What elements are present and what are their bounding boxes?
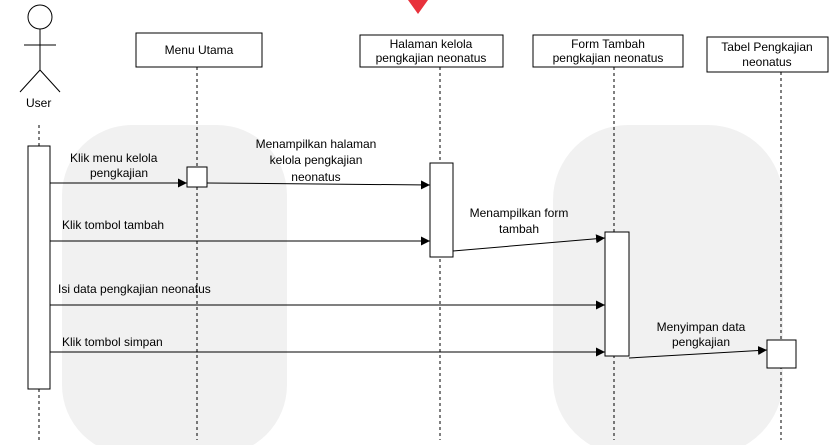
watermark bbox=[62, 0, 783, 445]
message-label-line3: neonatus bbox=[291, 170, 340, 184]
actor-label: User bbox=[26, 96, 51, 110]
lifeline-head-menu-utama: Menu Utama bbox=[135, 32, 263, 68]
message-label-line1: Menampilkan form bbox=[470, 206, 569, 220]
message-arrow bbox=[628, 346, 768, 359]
message-label-line1: Klik menu kelola bbox=[70, 151, 158, 165]
watermark-shape-right bbox=[553, 125, 783, 445]
activations bbox=[27, 145, 797, 390]
message-2: Menampilkan halaman kelola pengkajian ne… bbox=[206, 137, 431, 190]
message-arrow bbox=[206, 180, 431, 190]
lifeline-head-form-tambah: Form Tambah pengkajian neonatus bbox=[532, 34, 684, 68]
activation-menu-utama bbox=[186, 166, 208, 188]
message-5: Isi data pengkajian neonatus bbox=[50, 282, 605, 310]
actor-user: User bbox=[19, 4, 61, 110]
activation-halaman-kelola bbox=[429, 162, 454, 258]
message-label: Klik tombol simpan bbox=[62, 335, 163, 349]
message-label-line1: Menyimpan data bbox=[657, 320, 746, 334]
lifeline-label-line1: Form Tambah bbox=[571, 37, 645, 51]
message-label-line2: pengkajian bbox=[672, 335, 730, 349]
lifeline-label-line2: pengkajian neonatus bbox=[553, 51, 664, 65]
lifeline-head-tabel: Tabel Pengkajian neonatus bbox=[706, 36, 829, 73]
activation-user bbox=[27, 145, 51, 390]
message-1: Klik menu kelola pengkajian bbox=[50, 151, 187, 188]
message-arrow bbox=[452, 234, 606, 252]
message-label: Isi data pengkajian neonatus bbox=[58, 282, 211, 296]
lifeline-label: Menu Utama bbox=[165, 43, 234, 57]
lifeline-heads: Menu Utama Halaman kelola pengkajian neo… bbox=[135, 32, 829, 73]
message-6: Klik tombol simpan bbox=[50, 335, 605, 357]
message-label-line2: pengkajian bbox=[90, 166, 148, 180]
lifeline-head-halaman-kelola: Halaman kelola pengkajian neonatus bbox=[359, 34, 504, 68]
lifeline-label-line1: Tabel Pengkajian bbox=[721, 40, 812, 54]
lifeline-label-line1: Halaman kelola bbox=[390, 37, 473, 51]
message-7: Menyimpan data pengkajian bbox=[628, 320, 768, 359]
actor-head bbox=[27, 4, 53, 30]
message-label-line2: kelola pengkajian bbox=[270, 153, 363, 167]
watermark-shape-left bbox=[62, 125, 287, 445]
activation-tabel bbox=[766, 339, 797, 369]
activation-form-tambah bbox=[604, 231, 630, 357]
message-3: Klik tombol tambah bbox=[50, 218, 430, 246]
message-4: Menampilkan form tambah bbox=[452, 206, 606, 252]
watermark-accent bbox=[408, 0, 428, 14]
messages: Klik menu kelola pengkajian Menampilkan … bbox=[50, 137, 768, 359]
lifeline-label-line2: neonatus bbox=[742, 55, 791, 69]
message-label-line2: tambah bbox=[499, 222, 539, 236]
message-label-line1: Menampilkan halaman bbox=[256, 137, 377, 151]
lifeline-label-line2: pengkajian neonatus bbox=[376, 51, 487, 65]
message-label: Klik tombol tambah bbox=[62, 218, 164, 232]
